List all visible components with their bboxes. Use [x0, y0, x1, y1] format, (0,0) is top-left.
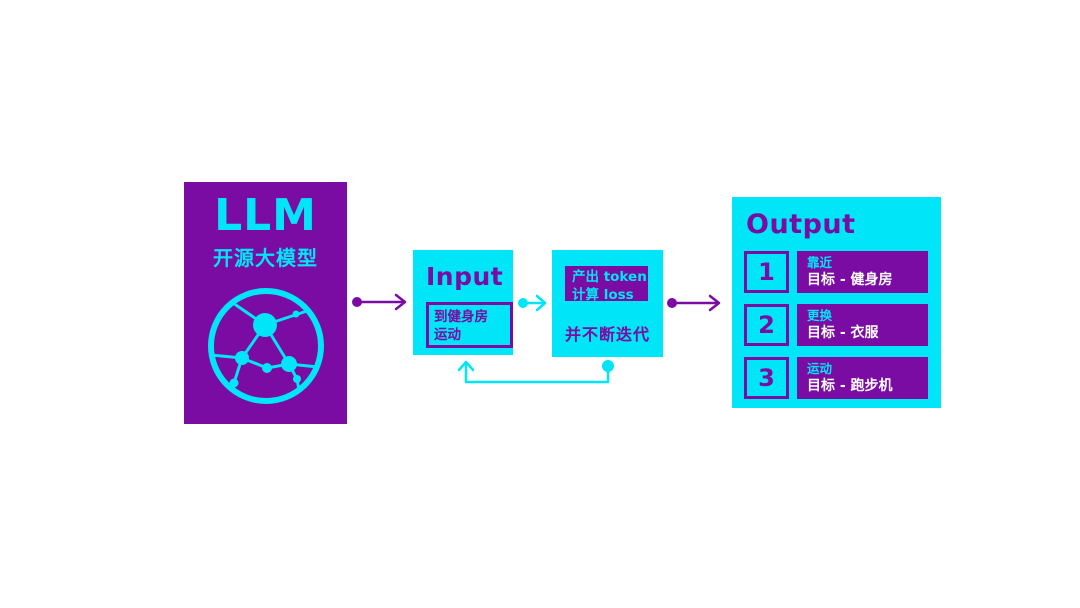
output-number-3: 3: [744, 357, 789, 399]
input-box: Input 到健身房 运动: [413, 250, 513, 355]
output-target-2: 目标 - 衣服: [807, 325, 879, 342]
arrow-llm-to-input: [352, 293, 407, 311]
iterate-note: 并不断迭代: [564, 325, 650, 344]
neural-network-icon: [208, 288, 324, 404]
output-card-3: 运动 目标 - 跑步机: [797, 357, 928, 399]
token-loss-card: 产出 token 计算 loss: [565, 266, 648, 303]
input-prompt-line1: 到健身房: [434, 309, 488, 325]
output-title: Output: [746, 209, 856, 240]
llm-title: LLM: [214, 190, 317, 241]
output-number-2: 2: [744, 304, 789, 346]
output-row-2: 2 更换 目标 - 衣服: [744, 304, 941, 346]
token-line2: 计算 loss: [572, 286, 634, 303]
output-target-3: 目标 - 跑步机: [807, 378, 893, 395]
input-title: Input: [426, 262, 504, 291]
llm-card: LLM 开源大模型: [184, 182, 347, 424]
arrow-feedback-loop: [457, 360, 614, 384]
process-box: 产出 token 计算 loss 并不断迭代: [552, 250, 663, 357]
output-action-2: 更换: [807, 308, 833, 323]
output-box: Output 1 靠近 目标 - 健身房 2 更换 目标 - 衣服 3 运动 目…: [732, 197, 941, 408]
output-card-1: 靠近 目标 - 健身房: [797, 251, 928, 293]
output-card-2: 更换 目标 - 衣服: [797, 304, 928, 346]
output-action-3: 运动: [807, 361, 833, 376]
input-prompt: 到健身房 运动: [426, 302, 513, 348]
token-line1: 产出 token: [572, 269, 647, 285]
input-prompt-line2: 运动: [434, 327, 461, 344]
output-number-1: 1: [744, 251, 789, 293]
output-target-1: 目标 - 健身房: [807, 272, 893, 289]
output-row-1: 1 靠近 目标 - 健身房: [744, 251, 941, 293]
arrow-process-to-output: [667, 294, 721, 312]
output-action-1: 靠近: [807, 255, 833, 270]
arrow-input-to-process: [518, 294, 547, 312]
llm-subtitle: 开源大模型: [213, 246, 318, 270]
output-row-3: 3 运动 目标 - 跑步机: [744, 357, 941, 399]
